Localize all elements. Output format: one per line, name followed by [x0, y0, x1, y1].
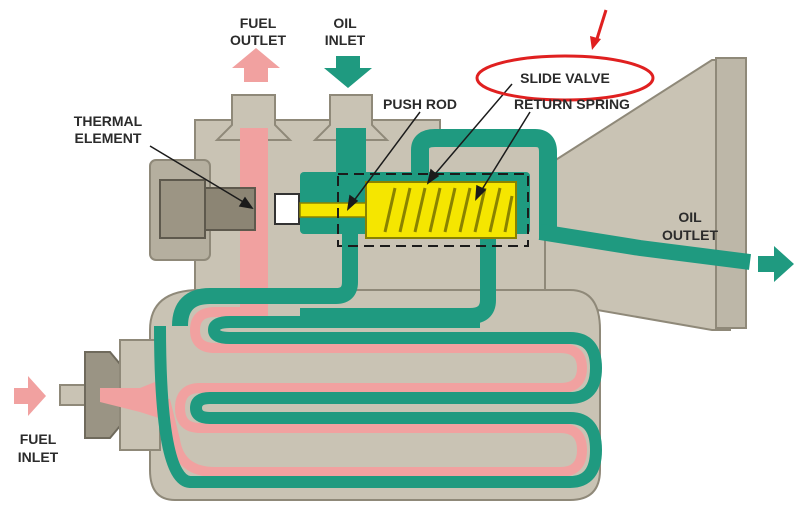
push-rod-leader: [349, 111, 421, 207]
oil-inlet-label-line2: INLET: [325, 32, 366, 48]
fuel-outlet-label-line1: FUEL: [240, 15, 277, 31]
fuel-inlet-arrow: [14, 376, 46, 416]
oil-inlet-arrow: [324, 56, 372, 88]
oil-outlet-passage: [538, 224, 752, 270]
oil-drop-right: [300, 230, 496, 324]
callouts: [149, 83, 531, 211]
oil-outlet-label-line1: OIL: [678, 209, 702, 225]
oil-inlet-label-line1: OIL: [333, 15, 357, 31]
return-spring-arrowhead: [475, 184, 487, 201]
oil-top-passage: [411, 129, 557, 240]
oil-outlet-arrow: [758, 246, 794, 282]
highlight-arrowhead: [590, 36, 601, 50]
oil-coil: [154, 316, 603, 488]
oil-outlet-label-line2: OUTLET: [662, 227, 718, 243]
fuel-outlet-fitting: [214, 94, 293, 141]
thermal-element-arrowhead: [238, 196, 254, 210]
fuel-inlet-label-line1: FUEL: [20, 431, 57, 447]
slide-valve-leader: [429, 83, 513, 181]
highlight-arrow-line: [594, 9, 608, 43]
fuel-coil: [160, 307, 588, 477]
oil-inlet-fitting: [312, 94, 390, 141]
slide-valve-outline: [337, 173, 529, 247]
slide-valve-assembly: [299, 173, 529, 247]
push-rod: [299, 202, 373, 218]
return-spring-leader: [477, 111, 531, 197]
push-rod-label: PUSH ROD: [383, 96, 457, 112]
fuel-outlet-label-line2: OUTLET: [230, 32, 286, 48]
thermal-element-label-line1: THERMAL: [74, 113, 143, 129]
outlet-flange: [715, 57, 747, 329]
slide-valve-label: SLIDE VALVE: [520, 70, 610, 86]
flow-arrows: [14, 48, 794, 416]
thermal-element-label-line2: ELEMENT: [75, 130, 142, 146]
return-spring-label: RETURN SPRING: [514, 96, 630, 112]
labels: FUEL OUTLET OIL INLET THERMAL ELEMENT PU…: [18, 15, 719, 465]
slide-valve-arrowhead: [426, 168, 440, 185]
push-rod-arrowhead: [346, 194, 359, 211]
thermal-element: [159, 179, 300, 239]
slide-valve-highlight: [475, 9, 655, 102]
oil-drop-left: [172, 230, 358, 327]
thermal-element-cap: [274, 193, 300, 225]
fuel-outlet-arrow: [232, 48, 280, 82]
thermal-element-end: [159, 179, 206, 239]
thermal-element-leader: [149, 145, 251, 207]
highlight-ellipse: [475, 54, 655, 102]
fuel-inlet-label-line2: INLET: [18, 449, 59, 465]
fuel-inlet-channel: [100, 380, 165, 420]
return-spring: [383, 187, 514, 233]
